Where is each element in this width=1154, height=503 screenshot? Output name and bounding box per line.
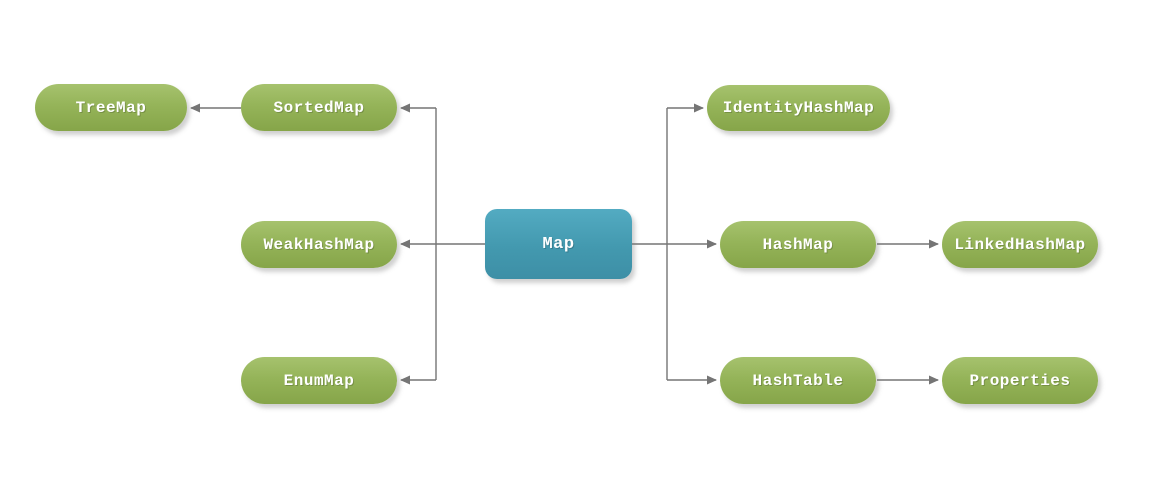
node-hashtable: HashTable xyxy=(720,357,876,404)
node-weakhashmap: WeakHashMap xyxy=(241,221,397,268)
node-map: Map xyxy=(485,209,632,279)
node-identityhashmap: IdentityHashMap xyxy=(707,85,890,131)
node-enummap: EnumMap xyxy=(241,357,397,404)
node-hashmap: HashMap xyxy=(720,221,876,268)
node-properties: Properties xyxy=(942,357,1098,404)
node-treemap: TreeMap xyxy=(35,84,187,131)
node-linkedhashmap: LinkedHashMap xyxy=(942,221,1098,268)
node-sortedmap: SortedMap xyxy=(241,84,397,131)
